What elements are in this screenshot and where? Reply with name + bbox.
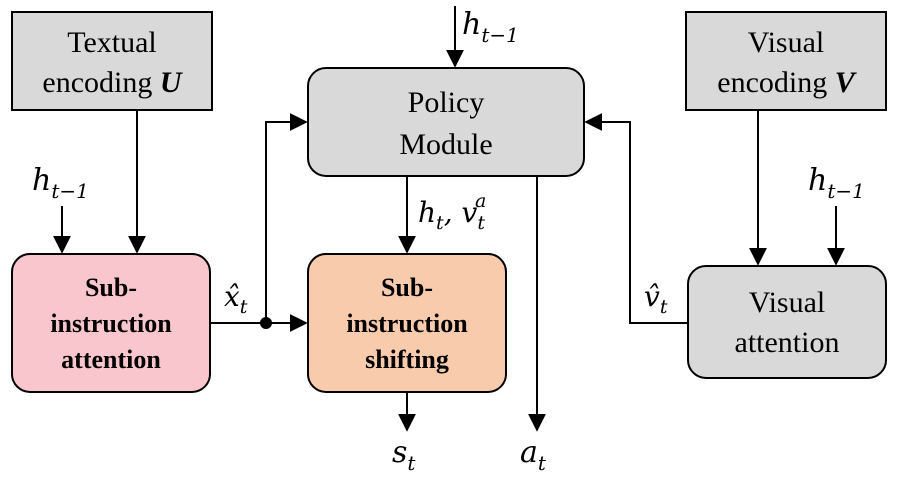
label-v-hat-sub: t [660, 296, 668, 318]
sub-instruction-shifting-line3: shifting [365, 345, 449, 374]
label-h-v-v: v [462, 196, 478, 229]
label-h-top-base: h [462, 7, 481, 42]
visual-attention-rect [687, 265, 887, 379]
label-h-v-vsup: a [475, 190, 486, 212]
label-h-right-base: h [808, 163, 827, 198]
sub-instruction-attention-line2: instruction [50, 309, 172, 338]
arrow-vhat-to-policy [584, 113, 687, 324]
textual-encoding-rect [11, 11, 213, 111]
visual-encoding-line2: encoding V [717, 66, 857, 99]
label-x-hat-sub: t [240, 296, 248, 318]
label-h-v-sep: , [444, 196, 462, 229]
label-a-t-sub: t [538, 451, 547, 475]
label-x-hat-base: x̂ [224, 280, 240, 313]
label-v-hat: v̂t [644, 280, 668, 318]
label-h-v-vsub: t [477, 212, 485, 234]
label-h-right: ht−1 [808, 163, 865, 203]
visual-attention-line1: Visual [749, 286, 826, 319]
policy-module-line1: Policy [408, 86, 485, 119]
sub-instruction-attention-line3: attention [61, 345, 161, 374]
visual-encoding-box: Visual encoding V [685, 11, 887, 111]
label-h-left-sub: t−1 [51, 179, 89, 203]
visual-attention-line2: attention [735, 326, 840, 359]
visual-encoding-symbol: V [835, 66, 858, 99]
sub-instruction-attention-rect [11, 253, 211, 393]
visual-encoding-line1: Visual [748, 26, 825, 59]
textual-encoding-symbol: U [160, 66, 183, 99]
label-h-v: ht, vta [418, 190, 486, 234]
policy-module-line2: Module [399, 128, 492, 161]
sub-instruction-shifting-box: Sub- instruction shifting [307, 253, 507, 393]
label-x-hat: x̂t [224, 280, 248, 318]
sub-instruction-shifting-rect [307, 253, 507, 393]
sub-instruction-shifting-line2: instruction [346, 309, 468, 338]
label-s-t: st [392, 435, 416, 475]
label-h-left: ht−1 [32, 163, 89, 203]
policy-module-box: Policy Module [307, 67, 585, 177]
label-h-top: ht−1 [462, 7, 519, 47]
label-h-v-hsub: t [436, 212, 444, 234]
label-s-t-base: s [392, 435, 407, 470]
sub-instruction-shifting-line1: Sub- [381, 273, 433, 302]
textual-encoding-line2: encoding U [42, 66, 182, 99]
label-s-t-sub: t [407, 451, 416, 475]
textual-encoding-word: encoding [42, 66, 159, 99]
arrow-xhat-to-policy [211, 113, 308, 324]
junction-dot [260, 317, 272, 329]
label-a-t-base: a [520, 435, 538, 470]
label-h-top-sub: t−1 [481, 23, 519, 47]
visual-attention-box: Visual attention [687, 265, 887, 379]
textual-encoding-line1: Textual [67, 26, 157, 59]
sub-instruction-attention-box: Sub- instruction attention [11, 253, 211, 393]
label-v-hat-base: v̂ [644, 280, 660, 313]
label-h-left-base: h [32, 163, 51, 198]
sub-instruction-attention-line1: Sub- [85, 273, 137, 302]
visual-encoding-word: encoding [717, 66, 834, 99]
visual-encoding-rect [685, 11, 887, 111]
label-h-right-sub: t−1 [827, 179, 865, 203]
label-h-v-h: h [418, 196, 436, 229]
policy-module-rect [307, 67, 585, 177]
textual-encoding-box: Textual encoding U [11, 11, 213, 111]
label-a-t: at [520, 435, 547, 475]
